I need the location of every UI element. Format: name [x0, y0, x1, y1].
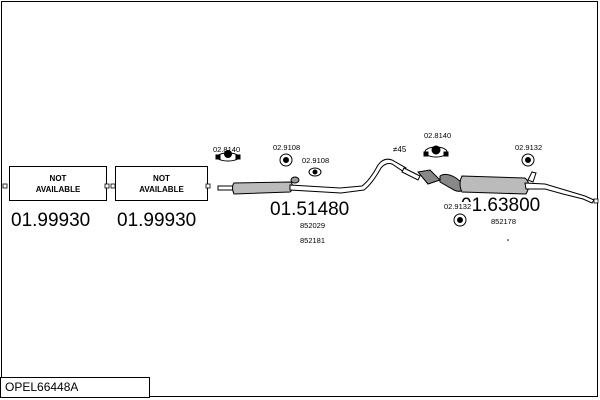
- hanger-right-b-icon: [453, 213, 467, 227]
- ref-rear-1: 852178: [491, 217, 517, 226]
- not-available-text-1a: NOT: [49, 173, 67, 183]
- part-number-rear: 01.63800: [461, 195, 541, 216]
- hanger-right-a-icon: [521, 153, 535, 167]
- ref-middle-1: 852029: [300, 221, 326, 230]
- accessory-label-gasket-middle: 02.8140: [424, 131, 452, 140]
- not-available-box-1: NOT AVAILABLE: [9, 166, 107, 201]
- na2-connector-marker-left: [110, 183, 116, 189]
- not-available-box-2: NOT AVAILABLE: [115, 166, 208, 201]
- middle-silencer: [217, 158, 407, 195]
- hanger-left-a-icon: [279, 153, 293, 167]
- accessory-label-hanger-left-b: 02.9108: [302, 156, 330, 165]
- not-available-text-2b: AVAILABLE: [139, 184, 184, 194]
- hanger-left-b-icon: [308, 167, 322, 177]
- part-number-na-2: 01.99930: [117, 210, 197, 231]
- not-available-text-2a: NOT: [153, 173, 170, 183]
- accessory-label-hanger-right-a: 02.9132: [515, 143, 543, 152]
- part-number-na-1: 01.99930: [11, 210, 91, 231]
- accessory-label-clamp-left: 02.8140: [213, 145, 241, 154]
- right-connector-marker: [593, 198, 599, 204]
- na2-connector-marker-right: [205, 183, 211, 189]
- accessory-label-hanger-right-b: 02.9132: [444, 202, 472, 211]
- not-available-text-1b: AVAILABLE: [35, 184, 81, 194]
- vehicle-code-label: OPEL66448A: [0, 377, 150, 398]
- clamp-left-icon: [215, 150, 241, 162]
- rear-silencer: [401, 167, 595, 204]
- left-connector-marker: [2, 183, 8, 189]
- na1-connector-marker: [104, 183, 110, 189]
- angle-label: ≠45: [393, 145, 407, 154]
- dot-marker: [507, 239, 509, 241]
- gasket-middle-icon: [423, 145, 449, 158]
- ref-middle-2: 852181: [300, 236, 326, 245]
- accessory-label-hanger-left-a: 02.9108: [273, 143, 301, 152]
- part-number-middle: 01.51480: [270, 199, 350, 220]
